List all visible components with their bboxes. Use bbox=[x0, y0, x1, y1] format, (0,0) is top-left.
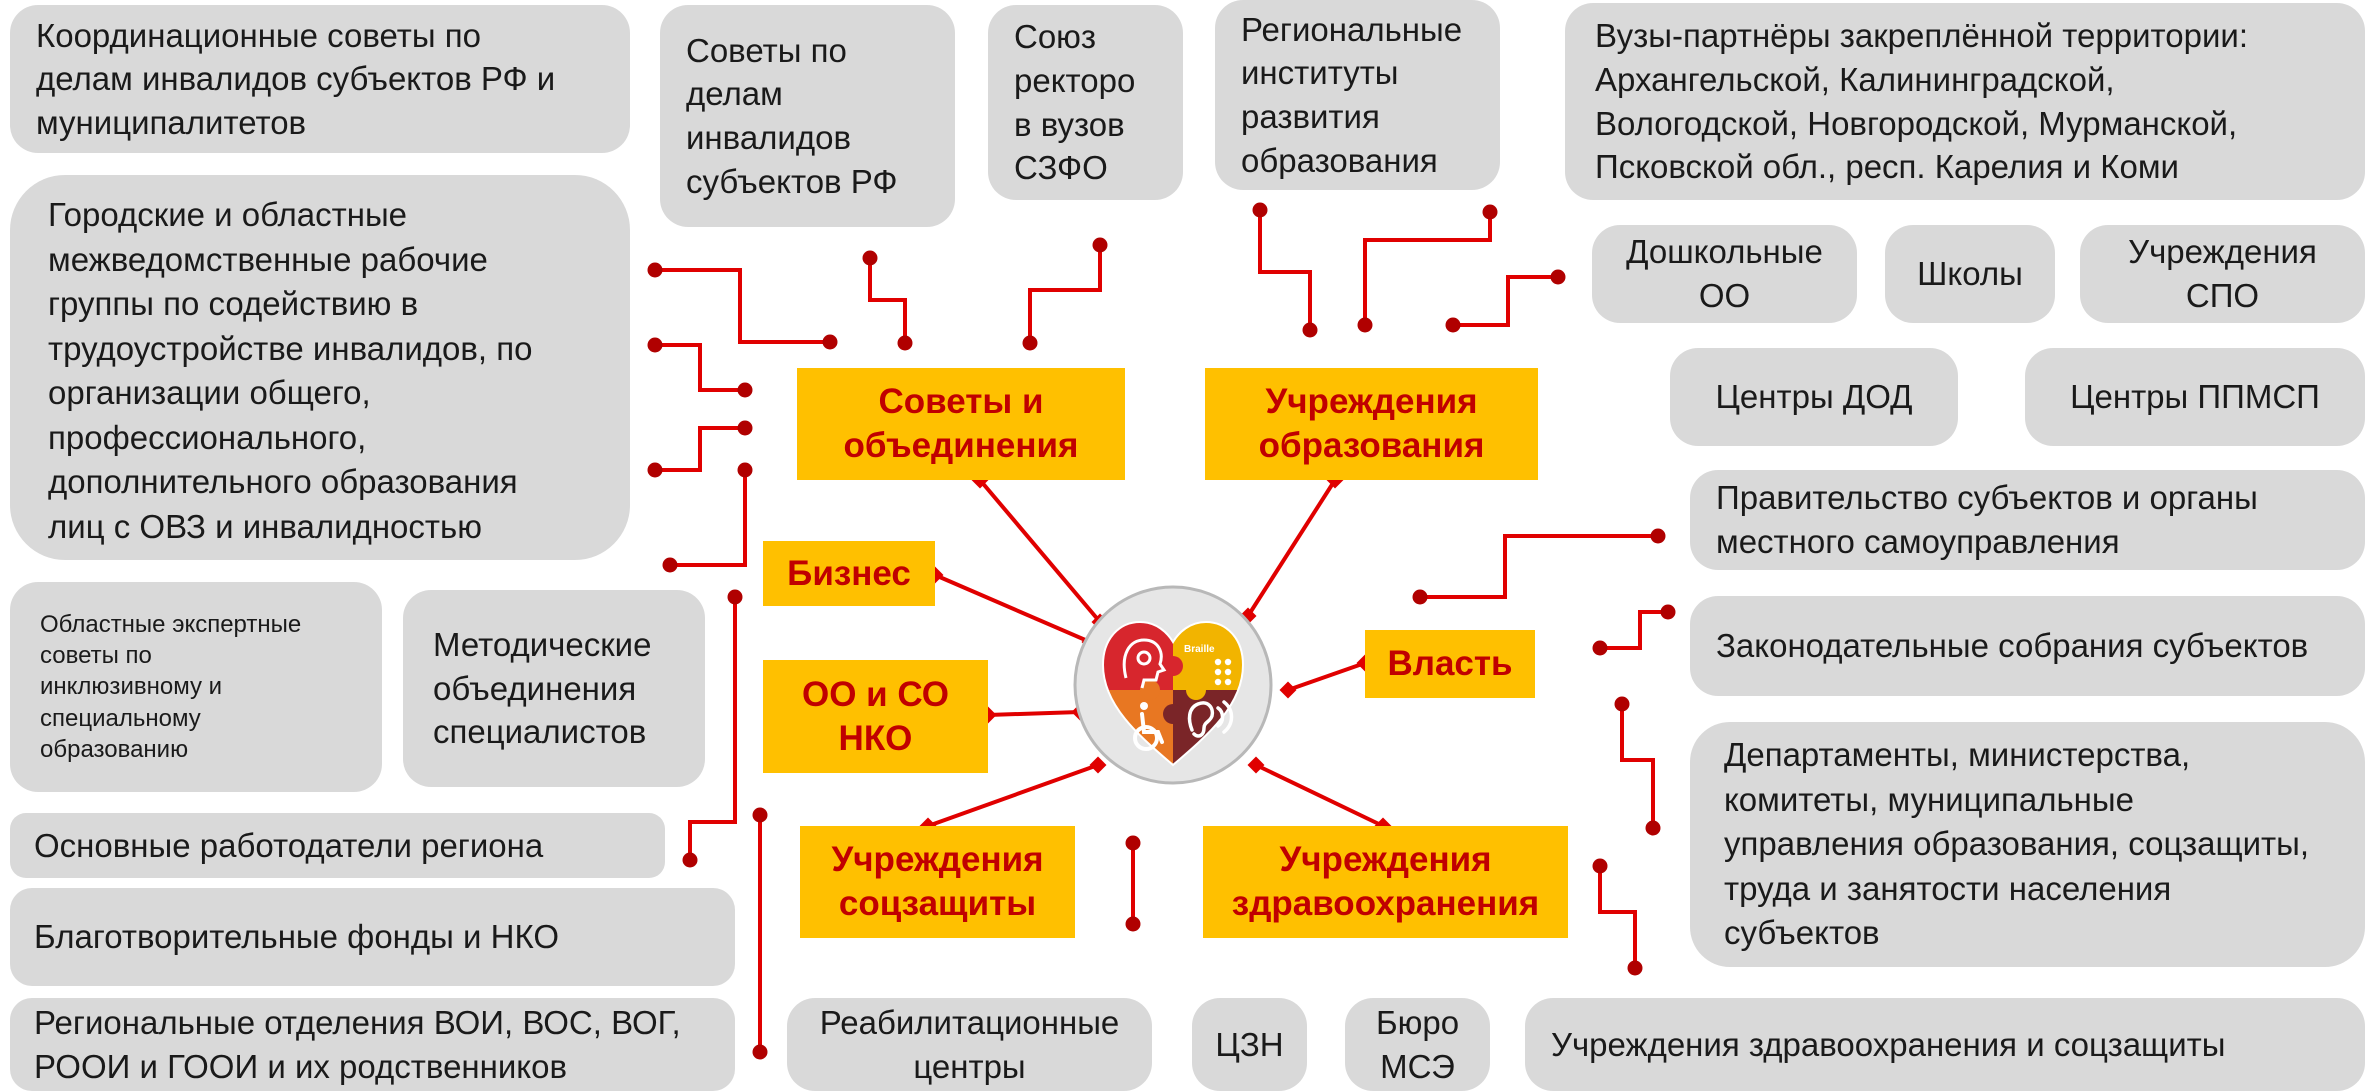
spoke-councils bbox=[978, 478, 1102, 624]
wire-1 bbox=[655, 268, 830, 344]
box-voi: Региональные отделения ВОИ, ВОС, ВОГ, РО… bbox=[10, 998, 735, 1091]
braille-icon: Braille bbox=[1184, 644, 1232, 686]
wire-10 bbox=[1420, 534, 1658, 599]
wire-7 bbox=[1258, 210, 1312, 330]
wire-3-end-a bbox=[737, 420, 753, 436]
wire-16 bbox=[1598, 866, 1637, 968]
wire-8-end-b bbox=[1357, 317, 1373, 333]
wire-10-end-b bbox=[1412, 589, 1428, 605]
category-social: Учреждения соцзащиты bbox=[800, 826, 1075, 938]
category-councils: Советы и объединения bbox=[797, 368, 1125, 480]
box-spo: Учреждения СПО bbox=[2080, 225, 2365, 323]
wire-1-end-a bbox=[647, 262, 663, 278]
wire-12-end-a bbox=[1614, 696, 1630, 712]
box-disability-councils: Советы по делам инвалидов субъектов РФ bbox=[660, 5, 955, 227]
wire-3-end-b bbox=[647, 462, 663, 478]
box-health-social: Учреждения здравоохранения и соцзащиты bbox=[1525, 998, 2365, 1091]
wire-9-end-b bbox=[1445, 317, 1461, 333]
wire-7-end-b bbox=[1302, 322, 1318, 338]
box-mse: Бюро МСЭ bbox=[1345, 998, 1490, 1091]
box-dod-centers: Центры ДОД bbox=[1670, 348, 1958, 446]
spoke-authority-end-marker bbox=[1279, 681, 1297, 699]
hearing-icon bbox=[1187, 700, 1234, 738]
wire-2 bbox=[655, 343, 745, 392]
wire-13 bbox=[688, 597, 737, 860]
wire-1-end-b bbox=[822, 334, 838, 350]
spoke-health-end-marker bbox=[1247, 756, 1265, 774]
wire-13-end-b bbox=[682, 852, 698, 868]
box-rehab: Реабилитационные центры bbox=[787, 998, 1152, 1091]
wire-9 bbox=[1453, 275, 1558, 327]
wire-10-end-a bbox=[1650, 528, 1666, 544]
spoke-authority bbox=[1287, 661, 1366, 692]
wire-15-end-b bbox=[1125, 916, 1141, 932]
box-ppmsp-centers: Центры ППМСП bbox=[2025, 348, 2365, 446]
wire-9-end-a bbox=[1550, 269, 1566, 285]
box-departments: Департаменты, министерства, комитеты, му… bbox=[1690, 722, 2365, 967]
box-czn: ЦЗН bbox=[1192, 998, 1307, 1091]
spoke-health bbox=[1255, 763, 1384, 828]
box-working-groups: Городские и областные межведомственные р… bbox=[10, 175, 630, 560]
spoke-education bbox=[1246, 478, 1337, 618]
box-charity: Благотворительные фонды и НКО bbox=[10, 888, 735, 986]
category-ngo: ОО и СО НКО bbox=[763, 660, 988, 773]
wheelchair-icon bbox=[1133, 702, 1164, 751]
wire-16-end-b bbox=[1627, 960, 1643, 976]
wire-5 bbox=[868, 258, 907, 343]
wire-2-end-b bbox=[737, 382, 753, 398]
wire-11-end-a bbox=[1660, 604, 1676, 620]
box-coord-councils: Координационные советы по делам инвалидо… bbox=[10, 5, 630, 153]
spoke-social bbox=[927, 763, 1099, 828]
spoke-ngo bbox=[987, 710, 1081, 717]
wire-6-end-b bbox=[1022, 335, 1038, 351]
wire-11-end-b bbox=[1592, 640, 1608, 656]
category-education: Учреждения образования bbox=[1205, 368, 1538, 480]
box-legislatures: Законодательные собрания субъектов bbox=[1690, 596, 2365, 696]
wire-15-end-a bbox=[1125, 835, 1141, 851]
wire-4-end-a bbox=[737, 462, 753, 478]
box-governments: Правительство субъектов и органы местног… bbox=[1690, 470, 2365, 570]
wire-12 bbox=[1620, 704, 1655, 828]
box-method-unions: Методические объединения специалистов bbox=[403, 590, 705, 787]
wire-8 bbox=[1363, 212, 1492, 325]
wire-5-end-a bbox=[862, 250, 878, 266]
box-schools: Школы bbox=[1885, 225, 2055, 323]
category-business: Бизнес bbox=[763, 541, 935, 606]
wire-6 bbox=[1028, 245, 1102, 343]
braille-label: Braille bbox=[1184, 644, 1215, 655]
box-preschool: Дошкольные ОО bbox=[1592, 225, 1857, 323]
spoke-business bbox=[934, 573, 1091, 644]
wire-14-end-b bbox=[752, 1044, 768, 1060]
wire-4-end-b bbox=[662, 557, 678, 573]
wire-8-end-a bbox=[1482, 204, 1498, 220]
wire-11 bbox=[1600, 610, 1668, 650]
box-rectors-union: Союз ректоро в вузов СЗФО bbox=[988, 5, 1183, 200]
wire-14-end-a bbox=[752, 807, 768, 823]
box-employers: Основные работодатели региона bbox=[10, 813, 665, 878]
category-health: Учреждения здравоохранения bbox=[1203, 826, 1568, 938]
box-partner-universities: Вузы-партнёры закреплённой территории: А… bbox=[1565, 3, 2365, 200]
box-expert-councils: Областные экспертные советы по инклюзивн… bbox=[10, 582, 382, 792]
wire-2-end-a bbox=[647, 337, 663, 353]
wire-13-end-a bbox=[727, 589, 743, 605]
wire-3 bbox=[655, 426, 745, 472]
wire-4 bbox=[670, 470, 747, 567]
wire-6-end-a bbox=[1092, 237, 1108, 253]
category-authority: Власть bbox=[1365, 630, 1535, 698]
wire-7-end-a bbox=[1252, 202, 1268, 218]
head-icon bbox=[1122, 638, 1167, 689]
heart-puzzle-accessibility-icon: Braille bbox=[1073, 585, 1273, 785]
wire-5-end-b bbox=[897, 335, 913, 351]
spoke-social-end-marker bbox=[1089, 756, 1107, 774]
wire-16-end-a bbox=[1592, 858, 1608, 874]
wire-12-end-b bbox=[1645, 820, 1661, 836]
box-regional-institutes: Региональные институты развития образова… bbox=[1215, 0, 1500, 190]
